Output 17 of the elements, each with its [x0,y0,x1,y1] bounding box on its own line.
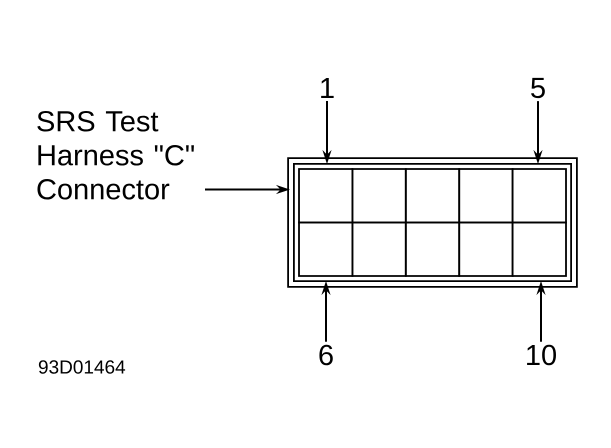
pin-cell [352,168,407,224]
connector-label: SRS Test Harness "C" Connector [37,111,194,200]
pin-number: 6 [319,344,333,366]
pin-cell [404,222,460,277]
pin-cell [298,222,354,277]
pin-cell [352,222,407,277]
pin-cell [298,168,354,224]
pin-number: 1 [321,78,334,98]
pin-cell [404,168,460,224]
connector-housing [287,157,578,288]
figure-code: 93D01464 [38,360,126,374]
pin-cell [512,222,567,277]
pin-cell [458,168,514,224]
pin-number: 5 [531,78,545,98]
pin-cell [458,222,514,277]
pin-cell [512,168,567,224]
pin-number: 10 [527,344,556,366]
